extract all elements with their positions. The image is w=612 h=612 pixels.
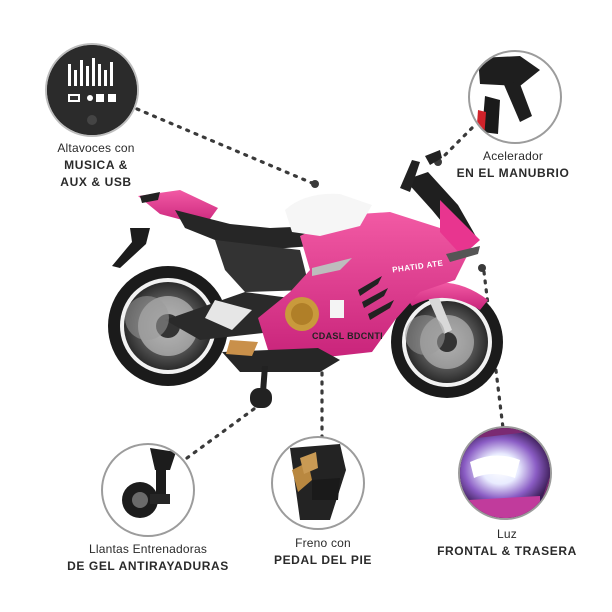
label-wheels-line1: Llantas Entrenadoras (88, 542, 208, 556)
label-brake-line1: Freno con (295, 536, 351, 550)
leader-speakers (135, 107, 314, 185)
speaker-panel-icon (45, 43, 139, 137)
label-throttle-line2: EN EL MANUBRIO (456, 166, 570, 180)
label-wheels-line2: DE GEL ANTIRAYADURAS (67, 559, 229, 573)
bike-lower-decal: CDASL BDCNTI (312, 331, 383, 341)
front-wheel (391, 286, 503, 398)
label-wheels: Llantas Entrenadoras DE GEL ANTIRAYADURA… (58, 541, 238, 575)
label-light-line2: FRONTAL & TRASERA (437, 544, 577, 558)
label-light-line1: Luz (497, 527, 517, 541)
label-brake: Freno con PEDAL DEL PIE (263, 535, 383, 569)
leader-wheels (185, 404, 260, 460)
leader-throttle (439, 126, 474, 161)
label-speakers-line1: Altavoces con (57, 141, 135, 155)
label-speakers: Altavoces con MUSICA & AUX & USB (40, 140, 152, 191)
label-throttle-line1: Acelerador (482, 149, 544, 163)
throttle-handle-icon (468, 50, 562, 144)
label-throttle: Acelerador EN EL MANUBRIO (448, 148, 578, 182)
training-wheel-icon (101, 443, 195, 537)
pink-motorcycle (108, 150, 503, 408)
headlight-icon (458, 426, 552, 520)
leader-lines (135, 107, 505, 460)
label-speakers-line3: AUX & USB (60, 175, 132, 189)
label-speakers-line2: MUSICA & (64, 158, 128, 172)
leader-light (482, 270, 505, 430)
label-brake-line2: PEDAL DEL PIE (273, 553, 373, 567)
foot-pedal-icon (271, 436, 365, 530)
label-light: Luz FRONTAL & TRASERA (432, 526, 582, 560)
